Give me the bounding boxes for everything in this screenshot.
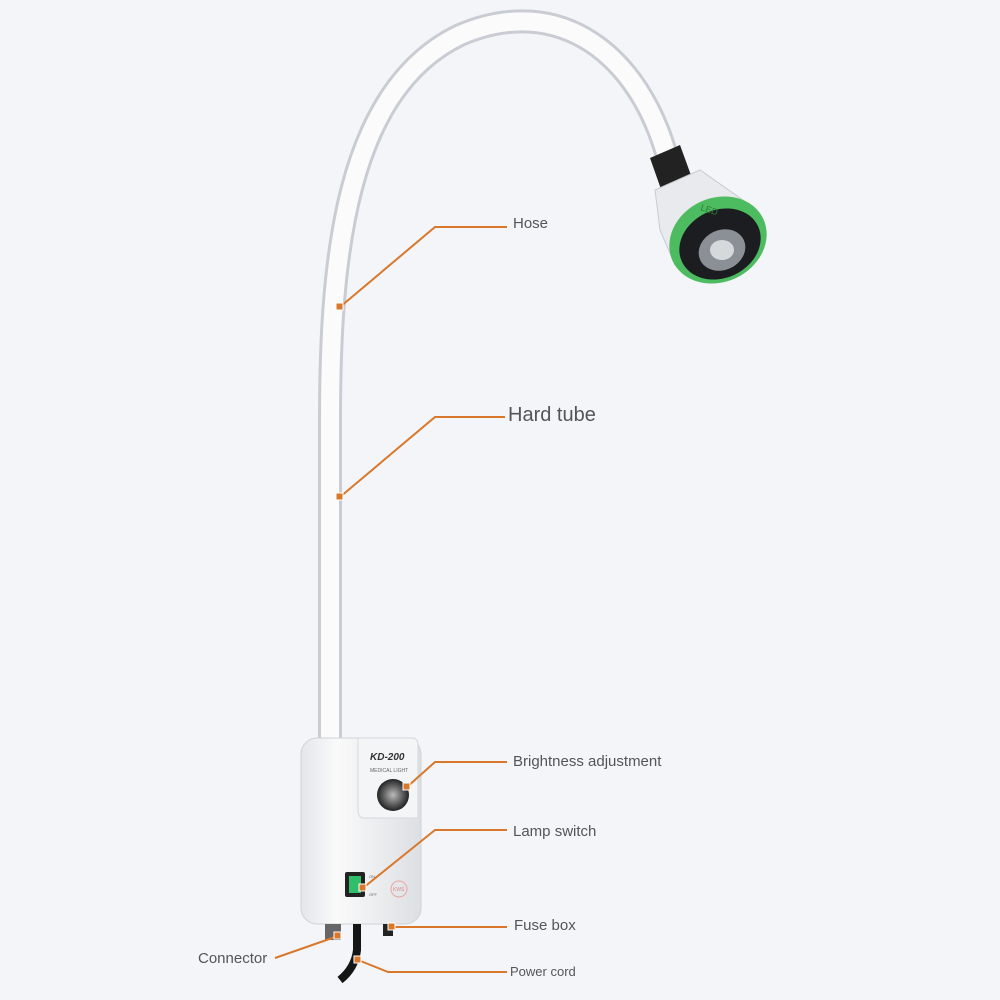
label-hose: Hose [513,215,549,232]
label-lamp-switch: Lamp switch [513,823,597,840]
label-power-cord: Power cord [510,964,576,979]
logo-text: KWS [393,887,405,893]
hose [318,9,680,740]
control-box: KD-200 MEDICAL LIGHT ON OFF KWS [300,737,422,984]
power-cord [337,924,361,984]
callout-dots [333,302,411,964]
callout-lines [274,226,507,973]
subtitle-text: MEDICAL LIGHT [370,768,408,774]
switch-on-text: ON [369,874,375,879]
switch-off-text: OFF [369,892,378,897]
model-text: KD-200 [370,752,405,763]
label-hard-tube: Hard tube [508,404,596,426]
label-fuse-box: Fuse box [514,917,576,934]
label-brightness: Brightness adjustment [513,753,662,770]
brightness-knob[interactable] [377,779,409,811]
lamp-head: LED [650,145,767,284]
label-connector: Connector [198,950,268,967]
